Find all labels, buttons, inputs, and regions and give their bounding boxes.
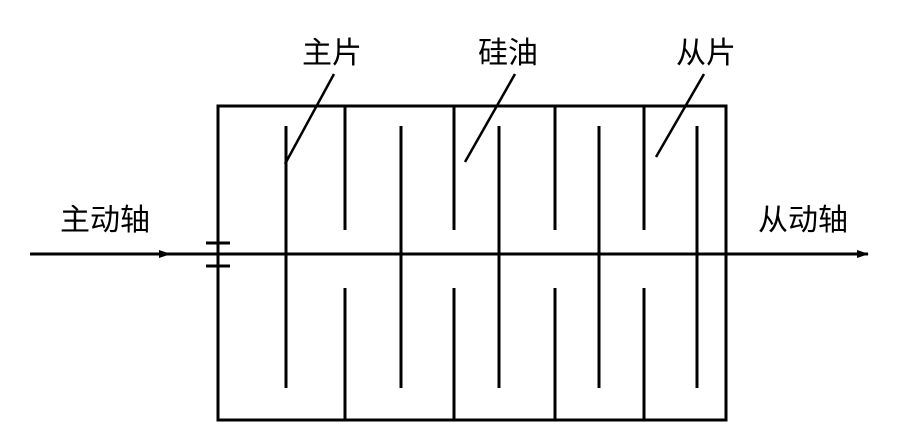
leader-driven-plate: [654, 73, 706, 158]
label-driving-plate: 主片: [302, 36, 362, 71]
leader-silicone-oil: [463, 73, 517, 163]
coupling-housing: [216, 104, 728, 422]
label-input-shaft: 主动轴: [60, 203, 150, 238]
label-driven-plate: 从片: [676, 36, 736, 71]
leader-driving-plate: [283, 73, 336, 165]
label-silicone-oil: 硅油: [478, 36, 538, 71]
label-output-shaft: 从动轴: [758, 203, 848, 238]
